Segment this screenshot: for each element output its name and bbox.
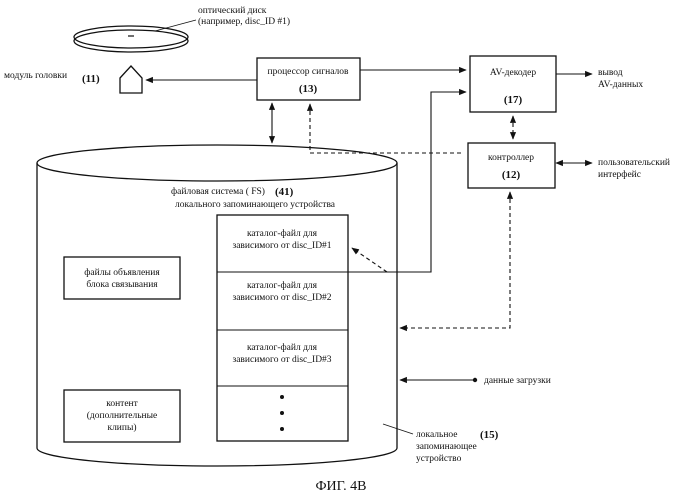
content-label-2: (дополнительные (87, 410, 158, 421)
catalog-file-2-disc: зависимого от disc_ID#2 (232, 293, 331, 303)
dashed-control-connections (310, 104, 513, 328)
av-output-label-2: AV-данных (598, 80, 643, 90)
controller-number: (12) (502, 169, 521, 181)
download-data-label: данные загрузки (484, 376, 551, 386)
more-files-ellipsis (280, 395, 284, 431)
user-interface-label-2: интерфейс (598, 169, 641, 180)
disc-leader-line (155, 20, 196, 31)
local-storage-label: локальное (416, 430, 458, 440)
local-storage-number: (15) (480, 429, 499, 441)
catalog-file-1-label: каталог-файл для (247, 228, 318, 239)
link-files-box (64, 257, 180, 299)
av-decoder-label: AV-декодер (490, 68, 536, 78)
content-label: контент (106, 399, 138, 409)
catalog-file-2-label: каталог-файл для (247, 280, 318, 291)
controller-label: контроллер (488, 153, 534, 163)
optical-disc (74, 26, 188, 52)
head-module-number: (11) (82, 73, 100, 85)
catalog-file-3-disc: зависимого от disc_ID#3 (232, 355, 331, 365)
download-data-dot (473, 378, 477, 382)
catalog-file-1-disc: зависимого от disc_ID#1 (232, 241, 331, 251)
av-output-label: вывод (598, 68, 623, 78)
head-module-label: модуль головки (4, 71, 67, 81)
file-system-label: файловая система ( FS) (171, 186, 265, 197)
optical-disc-label: оптический диск (198, 5, 267, 16)
link-files-label: файлы объявления (84, 267, 160, 278)
optical-disc-example: (например, disc_ID #1) (198, 16, 290, 27)
av-decoder-number: (17) (504, 94, 523, 106)
user-interface-label: пользовательский (598, 157, 670, 168)
local-storage-label-2: запоминающее (416, 442, 477, 452)
link-files-label-2: блока связывания (86, 279, 158, 290)
content-label-3: клипы) (107, 422, 136, 433)
file-system-number: (41) (275, 186, 294, 198)
head-module-shape (120, 66, 142, 93)
file-system-label-2: локального запоминающего устройства (175, 199, 336, 210)
signal-processor-number: (13) (299, 83, 318, 95)
local-storage-label-3: устройство (416, 453, 462, 464)
local-storage-leader-line (383, 424, 413, 434)
figure-caption: ФИГ. 4В (315, 479, 366, 494)
signal-processor-label: процессор сигналов (268, 67, 350, 77)
controller-box (468, 143, 555, 188)
catalog-file-3-label: каталог-файл для (247, 342, 318, 353)
